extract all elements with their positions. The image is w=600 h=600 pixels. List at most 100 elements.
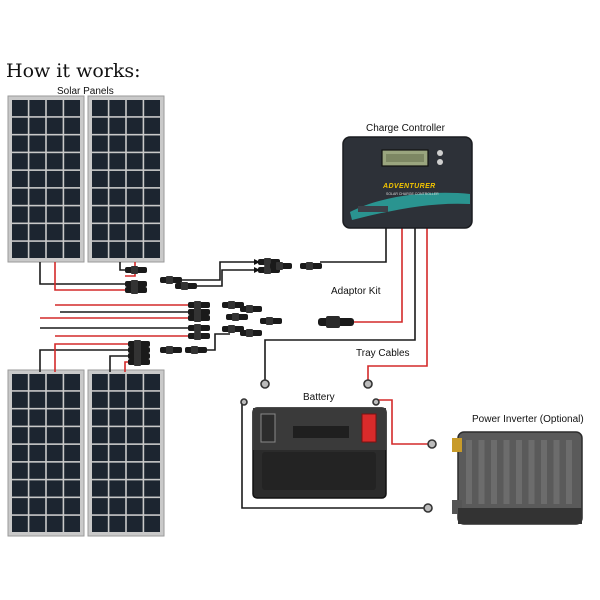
solar-cell: [29, 135, 46, 152]
solar-cell: [126, 206, 143, 223]
mc4-connector: [222, 325, 244, 333]
solar-cell: [144, 515, 160, 532]
branch-connectors: [125, 258, 322, 366]
solar-cell: [46, 409, 63, 426]
solar-cell: [126, 444, 143, 462]
inline-fuse: [318, 316, 354, 328]
solar-cell: [46, 462, 63, 479]
solar-cell: [144, 153, 160, 170]
solar-cell: [46, 206, 63, 223]
label-adaptor-kit: Adaptor Kit: [331, 286, 381, 297]
ring-terminal-neg-inverter: [423, 503, 433, 513]
mc4-connector: [188, 332, 210, 340]
solar-cell: [92, 188, 108, 205]
mc4-connector: [160, 276, 182, 284]
solar-cell: [144, 498, 160, 515]
solar-cell: [29, 480, 46, 497]
solar-cell: [29, 224, 46, 241]
solar-cell: [144, 170, 160, 188]
solar-cell: [46, 135, 63, 152]
solar-cell: [92, 135, 108, 152]
solar-cell: [46, 188, 63, 205]
solar-cell: [12, 188, 28, 205]
solar-cell: [64, 462, 80, 479]
solar-cell: [12, 515, 28, 532]
solar-cell: [126, 515, 143, 532]
ring-terminal-pos-battery-b: [372, 398, 380, 406]
solar-cell: [12, 153, 28, 170]
solar-cell: [126, 224, 143, 241]
solar-cell: [109, 462, 126, 479]
solar-cell: [12, 498, 28, 515]
mc4-connector: [128, 358, 150, 366]
solar-cell: [29, 409, 46, 426]
solar-cell: [126, 241, 143, 258]
solar-cell: [29, 188, 46, 205]
inverter-rib: [491, 440, 497, 504]
solar-cell: [92, 427, 108, 444]
solar-panels: [7, 95, 165, 537]
solar-cell: [109, 117, 126, 134]
solar-cell: [29, 117, 46, 134]
solar-cell: [64, 135, 80, 152]
solar-cell: [12, 462, 28, 479]
solar-cell: [46, 241, 63, 258]
solar-cell: [46, 515, 63, 532]
label-battery: Battery: [303, 392, 335, 403]
mc4-connector: [175, 282, 197, 290]
label-charge-controller: Charge Controller: [366, 123, 445, 134]
solar-cell: [12, 224, 28, 241]
solar-cell: [92, 100, 108, 117]
wire-neg-top-right: [119, 262, 125, 271]
ring-terminal-neg-battery-b: [240, 398, 248, 406]
ring-terminals: [240, 379, 437, 513]
solar-cell: [64, 170, 80, 188]
solar-cell: [29, 206, 46, 223]
solar-cell: [46, 498, 63, 515]
inverter-rib: [528, 440, 535, 504]
solar-cell: [29, 153, 46, 170]
inverter-rib: [478, 440, 485, 504]
controller-button-down: [437, 159, 443, 165]
solar-cell: [144, 391, 160, 408]
solar-cell: [29, 241, 46, 258]
combiner-tip: [254, 267, 260, 273]
page-title: How it works:: [6, 60, 141, 82]
inverter-rib: [466, 440, 472, 504]
solar-cell: [64, 100, 80, 117]
solar-cell: [109, 391, 126, 408]
label-tray-cables: Tray Cables: [356, 348, 410, 359]
solar-cell: [144, 188, 160, 205]
solar-cell: [92, 409, 108, 426]
mc4-connector: [125, 286, 147, 294]
solar-cell: [126, 480, 143, 497]
mc4-connector: [188, 324, 210, 332]
solar-cell: [46, 374, 63, 391]
solar-cell: [12, 444, 28, 462]
mc4-connector: [240, 329, 262, 337]
solar-cell: [12, 135, 28, 152]
solar-cell: [109, 241, 126, 258]
inverter-rib: [503, 440, 510, 504]
solar-cell: [64, 206, 80, 223]
wire-neg-to-combiner: [175, 269, 258, 287]
wire-battery-neg-inverter: [241, 403, 424, 509]
wire-neg-bot-right: [109, 355, 128, 372]
solar-cell: [126, 188, 143, 205]
solar-cell: [144, 409, 160, 426]
solar-cell: [126, 374, 143, 391]
solar-cell: [29, 170, 46, 188]
mc4-connector: [188, 314, 210, 322]
solar-cell: [144, 135, 160, 152]
solar-cell: [92, 241, 108, 258]
solar-cell: [12, 427, 28, 444]
solar-cell: [92, 391, 108, 408]
solar-cell: [64, 224, 80, 241]
solar-cell: [12, 241, 28, 258]
label-solar-panels: Solar Panels: [57, 86, 114, 97]
solar-cell: [144, 206, 160, 223]
solar-cell: [64, 153, 80, 170]
solar-cell: [12, 170, 28, 188]
solar-cell: [64, 515, 80, 532]
